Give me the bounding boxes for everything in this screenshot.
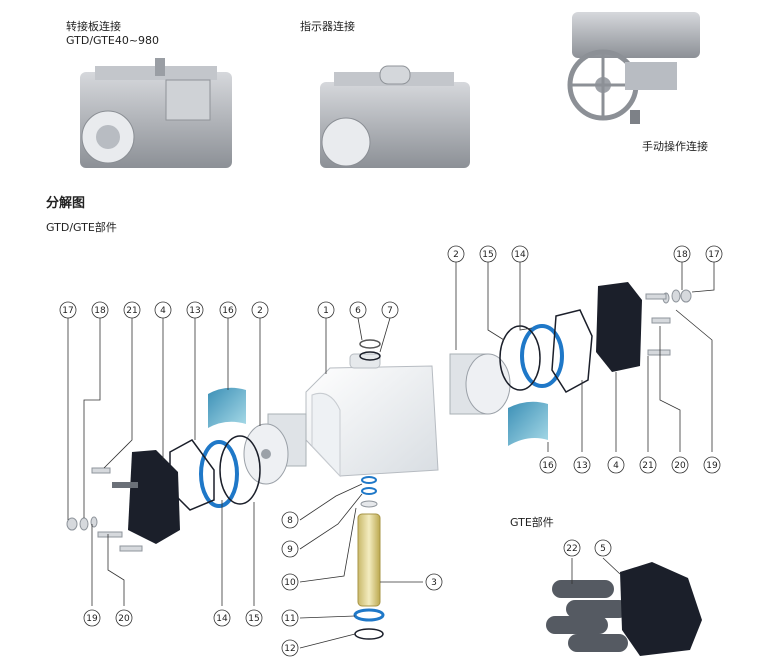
- callout-6: 6: [355, 306, 361, 316]
- callout-19-left: 19: [86, 614, 98, 624]
- callout-21-right: 21: [642, 461, 653, 471]
- caption-indicator-connection: 指示器连接: [300, 20, 355, 33]
- part-shaft-washer-10: [360, 500, 378, 508]
- callout-4-left: 4: [160, 306, 166, 316]
- caption-adapter-line1: 转接板连接: [66, 20, 121, 33]
- part-top-washer: [359, 339, 381, 349]
- part-end-cap-left: [128, 450, 180, 544]
- callout-13-right: 13: [576, 461, 587, 471]
- photo-indicator-connection: [320, 65, 470, 168]
- part-oring-14-left: [199, 440, 239, 508]
- callout-2-right: 2: [453, 250, 459, 260]
- part-oring-14-right: [520, 324, 564, 388]
- part-end-cap-right: [596, 282, 642, 372]
- callout-22: 22: [566, 544, 577, 554]
- section-title: 分解图: [46, 196, 86, 211]
- caption-adapter-connection: 转接板连接 GTD/GTE40~980: [66, 20, 159, 48]
- callout-2-left: 2: [257, 306, 263, 316]
- part-oring-15-left: [219, 435, 261, 505]
- callout-12: 12: [284, 644, 295, 654]
- callout-16-left: 16: [222, 306, 234, 316]
- leader-lines: [67, 262, 715, 649]
- callout-17-left: 17: [62, 306, 73, 316]
- photo-adapter-connection: [80, 58, 232, 168]
- part-oring-15-right: [499, 325, 541, 391]
- callout-1: 1: [323, 306, 329, 316]
- part-shaft-oring-11: [353, 608, 385, 622]
- callout-13-left: 13: [189, 306, 200, 316]
- callout-8: 8: [287, 516, 293, 526]
- gte-parts-label: GTE部件: [510, 516, 554, 529]
- part-guide-band-left: [208, 387, 246, 428]
- callout-5: 5: [600, 544, 606, 554]
- callout-14-right: 14: [514, 250, 526, 260]
- callout-11: 11: [284, 614, 295, 624]
- callout-9: 9: [287, 545, 293, 555]
- callout-20-right: 20: [674, 461, 686, 471]
- caption-manual-connection: 手动操作连接: [642, 140, 708, 153]
- part-small-fasteners: [66, 289, 692, 552]
- callout-10: 10: [284, 578, 296, 588]
- callout-21-left: 21: [126, 306, 137, 316]
- callout-7: 7: [387, 306, 393, 316]
- part-shaft-washer-8: [361, 476, 377, 484]
- part-shaft-washer-9: [361, 487, 377, 495]
- part-shaft-oring-12: [354, 628, 384, 640]
- callout-15-right: 15: [482, 250, 493, 260]
- callout-4-right: 4: [613, 461, 619, 471]
- callout-14-left: 14: [216, 614, 228, 624]
- callout-16-right: 16: [542, 461, 554, 471]
- part-spring-cartridges: [546, 580, 628, 652]
- callout-18-left: 18: [94, 306, 106, 316]
- part-stop-bolt-left: [112, 482, 138, 488]
- callout-20-left: 20: [118, 614, 130, 624]
- part-guide-band-right: [508, 401, 548, 446]
- part-seal-13-right: [551, 309, 593, 393]
- callout-17-right: 17: [708, 250, 719, 260]
- part-piston-right: [449, 353, 511, 415]
- callout-3: 3: [431, 578, 437, 588]
- part-gte-end-cap: [620, 562, 702, 656]
- part-drive-shaft: [357, 513, 381, 607]
- part-piston-left: [243, 413, 307, 485]
- callout-18-right: 18: [676, 250, 688, 260]
- section-subtitle: GTD/GTE部件: [46, 221, 117, 234]
- caption-adapter-line2: GTD/GTE40~980: [66, 34, 160, 47]
- callout-15-left: 15: [248, 614, 259, 624]
- part-top-oring: [359, 351, 381, 361]
- photo-manual-operation: [567, 12, 700, 124]
- callout-19-right: 19: [706, 461, 718, 471]
